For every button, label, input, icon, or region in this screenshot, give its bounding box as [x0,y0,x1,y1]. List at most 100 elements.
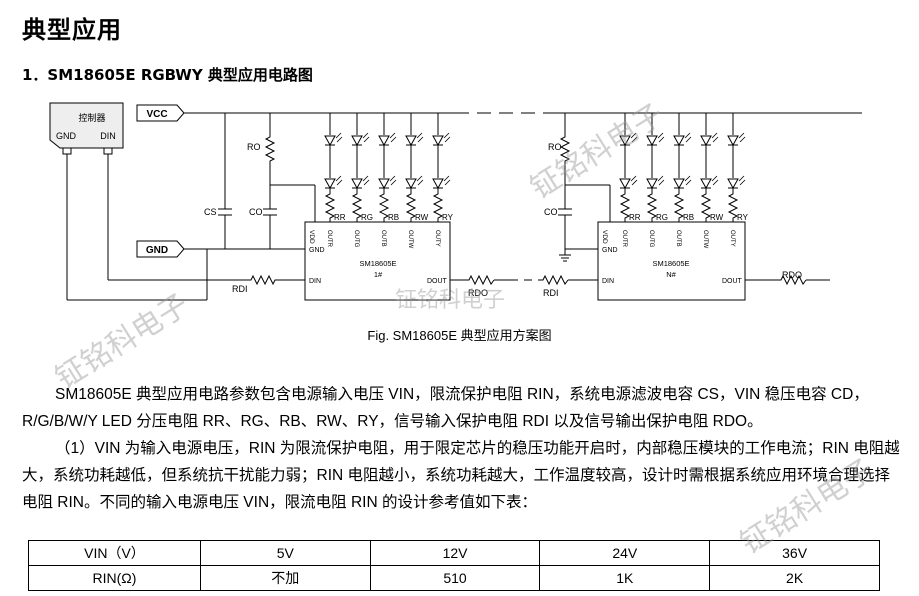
led-icon [324,132,343,146]
rdo-label-2: RDO [782,270,802,280]
led-icon [378,132,397,146]
led-string-right-1: RR OUTR [619,113,641,248]
paragraph-1: SM18605E 典型应用电路参数包含电源输入电压 VIN，限流保护电阻 RIN… [22,386,869,430]
ic-n-name: SM18605E [652,259,689,268]
ic-n-index: N# [666,270,676,279]
paragraph-2: （1）VIN 为输入电源电压，RIN 为限流保护电阻，用于限定芯片的稳压功能开启… [22,440,900,511]
pin-label: OUTB [675,230,681,247]
led-icon [646,132,665,146]
led-string-right-5: RY OUTY [727,113,749,247]
pin-label: OUTG [353,230,359,248]
r-label: RB [683,213,694,222]
led-string-left-3: RB OUTB [378,113,399,247]
led-string-left-4: RW OUTW [405,113,429,249]
vcc-tag: VCC [136,104,185,122]
svg-text:VDD: VDD [601,230,608,244]
r-label: RR [334,213,346,222]
led-icon [432,132,451,146]
led-string-left-2: RG OUTG [351,113,373,248]
led-icon [646,175,665,189]
ic-1-index: 1# [374,270,383,279]
r-label: RB [388,213,399,222]
ic-1-name: SM18605E [359,259,396,268]
led-icon [727,175,746,189]
r-label: RR [629,213,641,222]
gnd-tag: GND [136,240,185,258]
r-label: RW [710,213,724,222]
led-string-right-3: RB OUTB [673,113,694,247]
pin-label: OUTR [326,230,332,248]
table-cell: 2K [709,565,880,591]
led-string-right-2: RG OUTG [646,113,668,248]
svg-text:GND: GND [309,247,325,254]
circuit-schematic: 控制器 GND DIN VCC GND [49,102,862,301]
r-label: RY [442,213,454,222]
cs-label-1: CS [204,207,217,217]
ro-label-2: RO [548,142,562,152]
r-label: RG [656,213,668,222]
controller-box: 控制器 GND DIN [49,102,124,155]
ro-label-1: RO [247,142,261,152]
table-cell: 36V [709,540,880,566]
led-icon [700,175,719,189]
led-icon [727,132,746,146]
controller-gnd-label: GND [56,131,77,141]
rdi-label-1: RDI [232,284,248,294]
rdi-label-2: RDI [543,288,559,298]
led-icon [378,175,397,189]
table-cell: 12V [369,540,541,566]
table-cell: VIN（V） [28,540,201,566]
vcc-label: VCC [146,109,167,120]
r-label: RW [415,213,429,222]
ic-n: VDD GND DIN DOUT SM18605E N# [597,221,746,301]
ic-1: VDD GND DIN DOUT SM18605E 1# [304,221,451,301]
controller-din-label: DIN [100,131,116,141]
led-icon [673,175,692,189]
led-string-right-4: RW OUTW [700,113,724,249]
pin-label: OUTW [702,230,708,249]
table-cell: 510 [369,565,541,591]
table-cell: 1K [539,565,711,591]
led-icon [351,175,370,189]
figure-caption: Fig. SM18605E 典型应用方案图 [367,328,552,343]
rdo-label-1: RDO [468,288,488,298]
gnd-label: GND [146,245,168,256]
table-cell: 24V [539,540,711,566]
svg-text:DIN: DIN [309,278,321,285]
led-icon [432,175,451,189]
pin-label: OUTY [434,230,440,247]
r-label: RG [361,213,373,222]
page-heading: 典型应用 [22,16,122,44]
table-cell: 不加 [199,565,371,591]
svg-text:DOUT: DOUT [722,278,743,285]
wiring [66,113,830,301]
led-icon [673,132,692,146]
svg-text:VDD: VDD [308,230,315,244]
pin-label: OUTB [380,230,386,247]
led-icon [700,132,719,146]
pin-label: OUTY [729,230,735,247]
table-cell: RIN(Ω) [28,565,201,591]
pin-label: OUTR [621,230,627,248]
section-title: 1．SM18605E RGBWY 典型应用电路图 [22,66,313,84]
table-cell: 5V [199,540,371,566]
svg-text:GND: GND [602,247,618,254]
co-label-1: CO [249,207,263,217]
pin-label: OUTG [648,230,654,248]
led-icon [619,132,638,146]
led-string-left-1: RR OUTR [324,113,346,248]
r-label: RY [737,213,749,222]
led-icon [324,175,343,189]
controller-label: 控制器 [78,112,105,123]
svg-text:DOUT: DOUT [427,278,448,285]
co-label-2: CO [544,207,558,217]
svg-text:DIN: DIN [602,278,614,285]
led-icon [405,175,424,189]
led-icon [351,132,370,146]
led-icon [619,175,638,189]
pin-label: OUTW [407,230,413,249]
led-string-left-5: RY OUTY [432,113,454,247]
led-icon [405,132,424,146]
